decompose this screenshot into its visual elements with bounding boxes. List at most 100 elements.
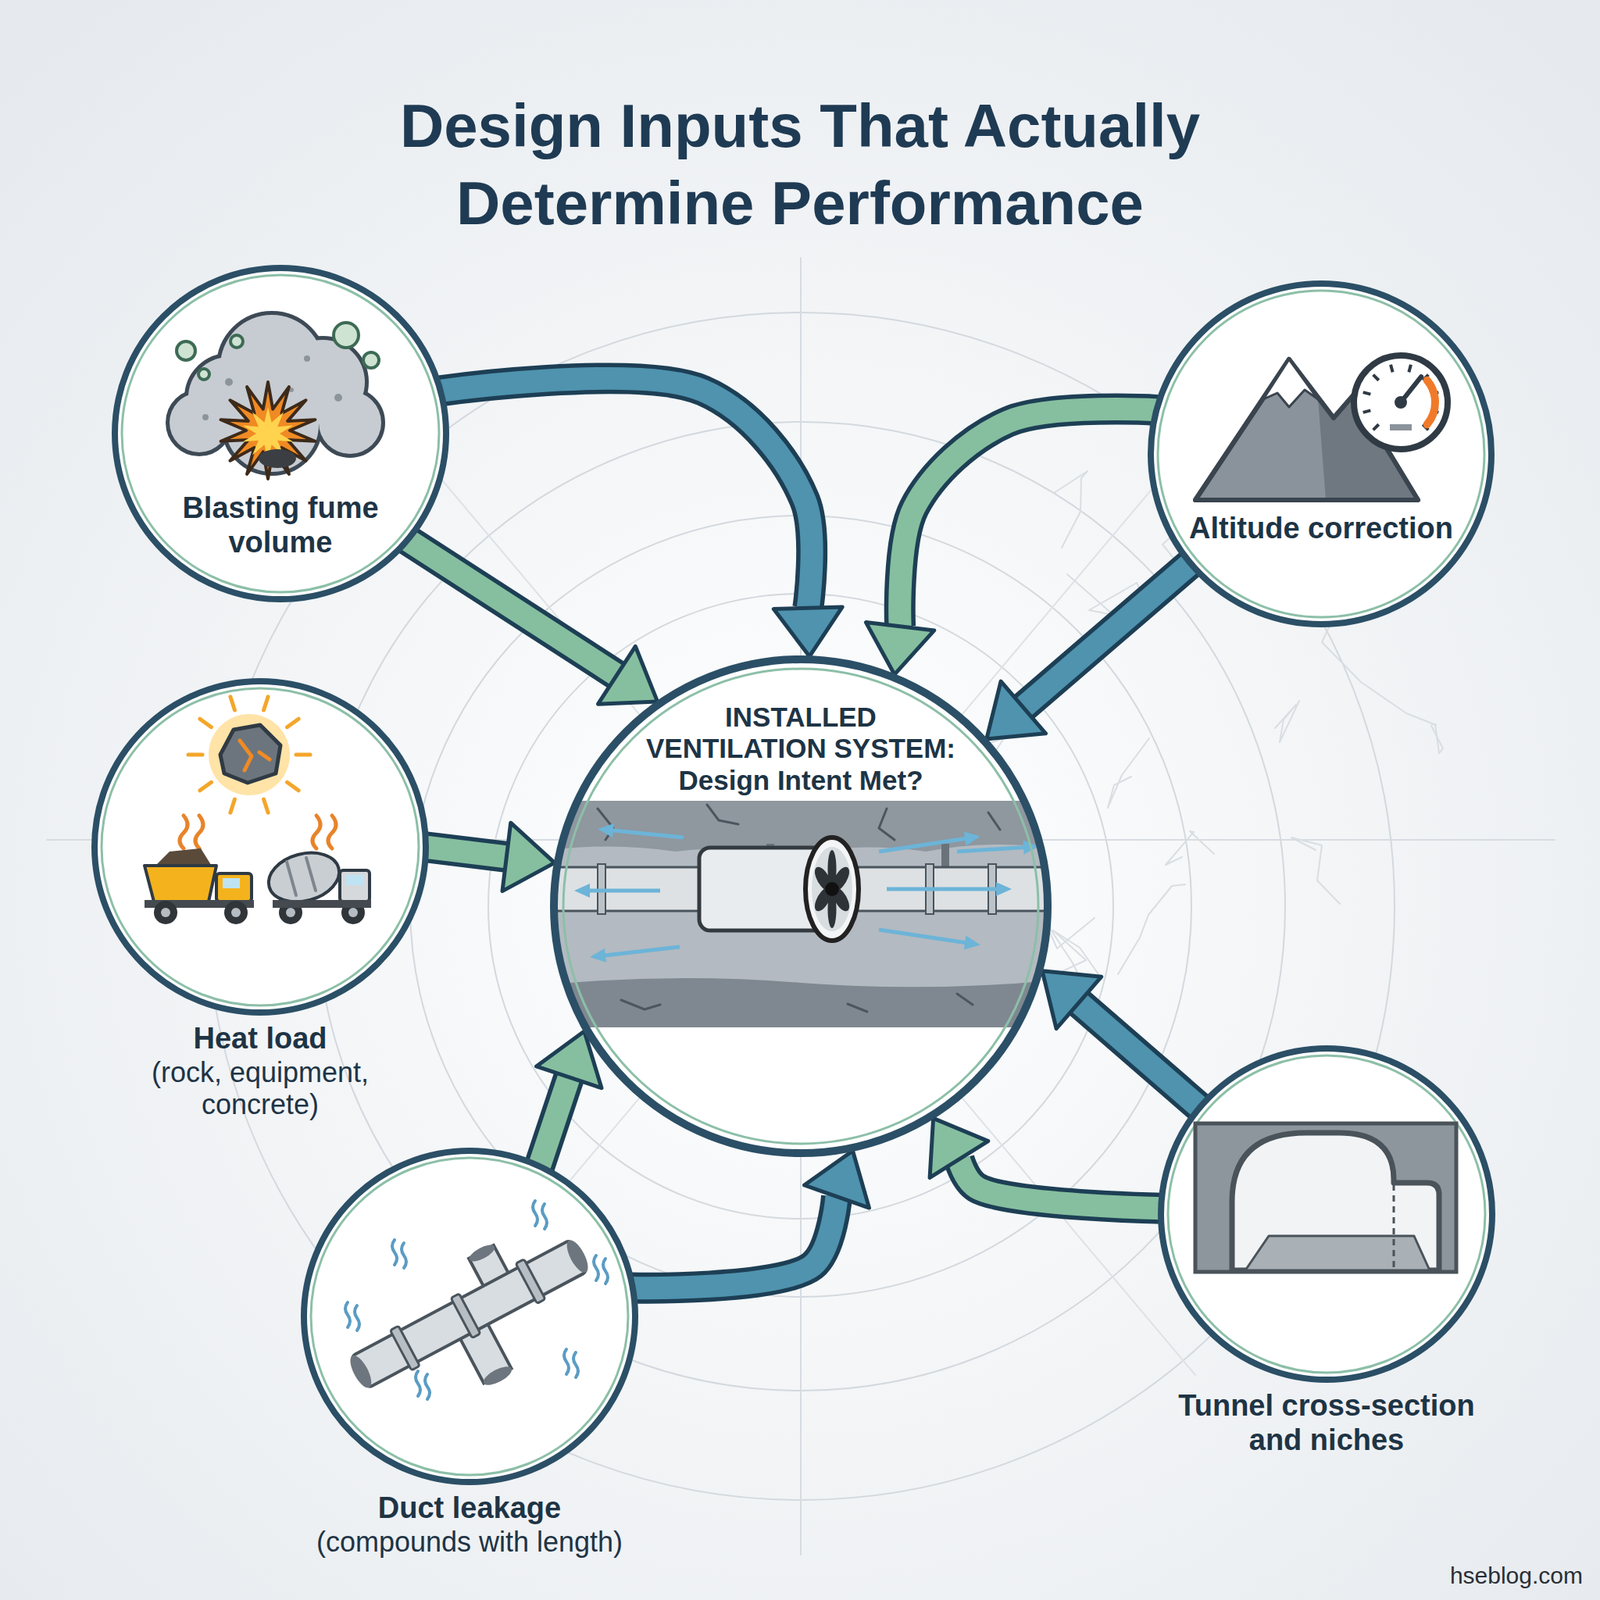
heat-ray (188, 753, 203, 758)
duct-joint (450, 1293, 481, 1339)
leak-wisp (354, 1305, 360, 1331)
gauge-plate (1389, 424, 1412, 431)
gauge (1353, 355, 1448, 450)
gauge-tick (1373, 375, 1379, 381)
grid-ring (488, 593, 1114, 1219)
arrow-body (631, 1196, 837, 1289)
airflow-head (996, 882, 1012, 897)
circle-shape (1147, 280, 1495, 628)
leak-wisp (425, 1374, 430, 1400)
arrow-body (539, 1077, 570, 1168)
leak-wisp (415, 1371, 421, 1397)
map-line (1275, 700, 1300, 743)
airflow-head (589, 948, 607, 963)
floor-crack (621, 993, 973, 1012)
smoke-dot (303, 355, 311, 362)
arrow-outline (424, 846, 507, 858)
airflow-arrow (878, 837, 973, 852)
map-line (1107, 738, 1150, 808)
airflow-arrow (957, 846, 1032, 852)
heat-wave (179, 815, 188, 849)
smoke-dot (202, 414, 209, 421)
smoke-dot (225, 378, 233, 386)
leak-wisp (401, 1242, 407, 1268)
airflow-head (574, 883, 590, 898)
node-subtext: (rock, equipment, concrete) (131, 1056, 390, 1122)
circle-shape (300, 1147, 639, 1486)
system-rim (553, 659, 1048, 1154)
arrow-head (1042, 971, 1102, 1029)
icon (169, 314, 382, 479)
airflow-head (964, 832, 981, 847)
map-line (1321, 618, 1436, 725)
arrow-head (865, 622, 934, 675)
leak-wisp (593, 1255, 599, 1281)
duct-opening (467, 1241, 497, 1265)
flow-arrow (1042, 971, 1201, 1109)
text-block: Blasting fume volume (111, 491, 450, 560)
blast-icon (169, 314, 382, 479)
explosion (221, 382, 316, 479)
smoke-cloud (318, 391, 382, 454)
heat-ray (200, 782, 212, 791)
circle-fill (114, 267, 447, 600)
arrow-body (439, 378, 812, 608)
duct-joint (515, 1259, 546, 1304)
heat-ray (230, 799, 236, 813)
mixer-chassis (272, 900, 372, 908)
leak-wisp (564, 1349, 569, 1375)
node-heading: Tunnel cross-section and niches (1170, 1389, 1483, 1458)
flow-arrow (536, 1031, 603, 1168)
heat-ray (287, 718, 300, 728)
gauge-tick (1363, 410, 1372, 413)
flow-arrow (929, 1117, 1163, 1208)
arrow-body (406, 539, 618, 675)
map-line (1053, 471, 1088, 548)
node-subtext: Design Intent Met? (617, 764, 985, 797)
map-line (1431, 724, 1443, 754)
gauge-tick (1390, 364, 1393, 373)
arrow-outline (406, 539, 618, 675)
airflow-head (964, 935, 981, 950)
tunnel-floor (550, 978, 1051, 1028)
circle-fill (1160, 1048, 1493, 1380)
airflow-arrow (582, 889, 661, 893)
text-block: Altitude correction (1147, 511, 1495, 547)
leak-wisp (542, 1203, 547, 1229)
node-heading: Duct leakage (297, 1491, 642, 1526)
circle-inner-rim (1167, 1055, 1486, 1373)
heat-wave (312, 815, 321, 849)
watermark: hseblog.com (1450, 1562, 1583, 1590)
fan-flange (805, 837, 859, 941)
airflow-arrow (605, 829, 684, 838)
input-circle: Duct leakage(compounds with length) (300, 1147, 639, 1558)
arrow-head (598, 646, 658, 704)
input-circle: Blasting fume volume (111, 264, 450, 603)
fan-ring (811, 846, 853, 932)
icon (1195, 1123, 1457, 1272)
wheel-hub (285, 907, 296, 918)
tunnel-scene (542, 800, 1059, 1028)
arrow-head (773, 607, 843, 657)
snow-cap (1263, 359, 1318, 408)
map-line (1291, 837, 1340, 904)
smoke-cloud (169, 392, 229, 453)
circle-fill (1150, 283, 1492, 625)
system-circle: INSTALLED VENTILATION SYSTEM:Design Inte… (550, 656, 1051, 1157)
circle-fill (303, 1150, 636, 1483)
circle-inner-rim (101, 688, 419, 1006)
wheel-hub (160, 907, 171, 918)
drum-stripe (286, 857, 316, 896)
circle-inner-rim (1157, 290, 1485, 618)
leak-wisp (573, 1352, 579, 1378)
arrow-head (804, 1150, 870, 1208)
leak-wisp (532, 1200, 538, 1226)
arrow-body (1078, 1002, 1201, 1109)
fan-hub (825, 882, 840, 897)
flow-arrow (986, 562, 1193, 740)
heat-glow (208, 714, 290, 796)
wheel-hub (348, 907, 358, 918)
circle-inner-rim (121, 275, 440, 593)
tunnel-band (550, 800, 1051, 1028)
